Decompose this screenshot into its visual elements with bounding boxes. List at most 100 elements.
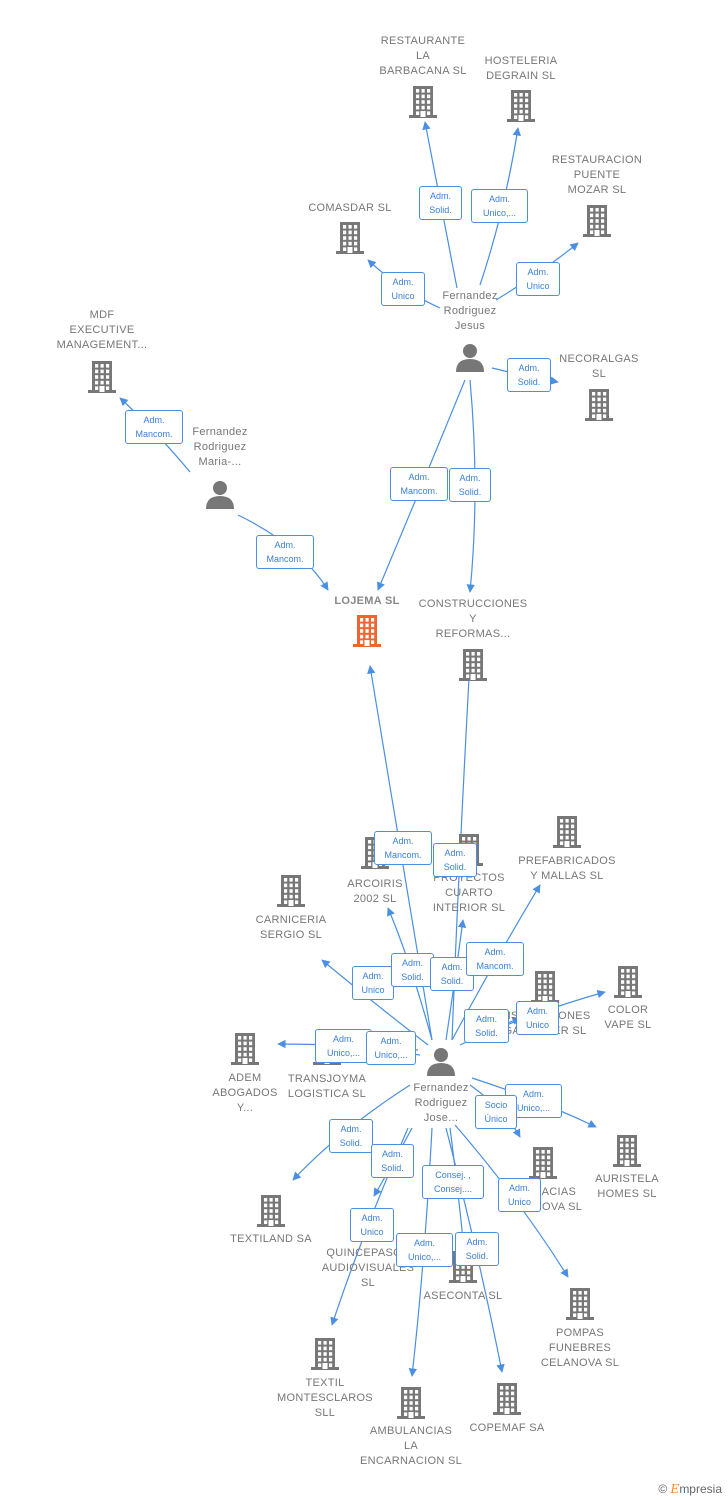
relation-badge[interactable]: Adm.Mancom.: [256, 535, 314, 569]
node-label-line: Jose...: [423, 1112, 459, 1124]
company-label-lojema[interactable]: LOJEMA SL: [334, 594, 399, 609]
company-building-icon[interactable]: [529, 1147, 557, 1179]
company-building-icon[interactable]: [409, 86, 437, 118]
node-label-line: AMBULANCIAS: [369, 1425, 453, 1437]
relation-badge[interactable]: Adm.Unico: [352, 966, 394, 1000]
edge-fr_jose-to-lojema: [367, 665, 433, 1041]
relation-badge-line: Solid.: [429, 205, 452, 215]
company-building-icon[interactable]: [257, 1195, 285, 1227]
node-label-line: HOMES SL: [597, 1188, 657, 1200]
company-building-icon[interactable]: [336, 222, 364, 254]
company-building-icon[interactable]: [531, 971, 559, 1003]
relation-badge[interactable]: Adm.Mancom.: [466, 942, 524, 976]
company-building-icon[interactable]: [553, 816, 581, 848]
relation-badge[interactable]: Adm.Solid.: [433, 843, 477, 877]
company-building-icon[interactable]: [507, 90, 535, 122]
relation-badge-line: Único: [484, 1114, 508, 1124]
relation-badge[interactable]: Adm.Solid.: [455, 1232, 499, 1266]
company-building-icon[interactable]: [583, 205, 611, 237]
company-label-textiland[interactable]: TEXTILAND SA: [230, 1232, 312, 1247]
company-building-icon[interactable]: [231, 1033, 259, 1065]
relation-badge-line: Adm.: [401, 958, 423, 968]
relation-badge[interactable]: Adm.Solid.: [391, 953, 434, 987]
relation-badge[interactable]: Consej. ,Consej....: [422, 1165, 484, 1199]
node-label-line: TRANSJOYMA: [287, 1073, 367, 1085]
company-building-icon[interactable]: [613, 1135, 641, 1167]
company-label-comasdar[interactable]: COMASDAR SL: [308, 201, 391, 216]
relation-badge-line: Adm.: [362, 971, 384, 981]
relation-badge[interactable]: Adm.Solid.: [371, 1144, 414, 1178]
node-label-line: LOJEMA SL: [334, 595, 400, 607]
company-building-icon[interactable]: [493, 1383, 521, 1415]
person-icon[interactable]: [206, 481, 234, 509]
relation-badge-line: Adm.: [381, 1149, 403, 1159]
relation-badge-line: Adm.: [475, 1014, 497, 1024]
main-company-building-icon[interactable]: [353, 615, 381, 647]
relation-badge-line: Adm.: [392, 277, 414, 287]
relation-badge[interactable]: Adm.Solid.: [419, 186, 462, 220]
node-label-line: TEXTIL: [305, 1377, 345, 1389]
relation-badge-line: Adm.: [488, 194, 510, 204]
company-building-icon[interactable]: [585, 389, 613, 421]
node-label-line: RESTAURANTE: [380, 35, 466, 47]
relation-badge[interactable]: Adm.Unico: [350, 1208, 394, 1242]
company-building-icon[interactable]: [311, 1338, 339, 1370]
company-building-icon[interactable]: [614, 966, 642, 998]
node-label-line: Maria-...: [198, 456, 242, 468]
relation-badge[interactable]: Adm.Mancom.: [390, 467, 448, 501]
relation-badge[interactable]: Adm.Unico,...: [471, 189, 528, 223]
relation-badge[interactable]: Adm.Unico: [516, 1001, 559, 1035]
relation-badge-line: Adm.: [408, 472, 430, 482]
relation-badge[interactable]: Adm.Mancom.: [125, 410, 183, 444]
relation-badge[interactable]: Adm.Unico: [381, 272, 425, 306]
company-building-icon[interactable]: [566, 1288, 594, 1320]
relation-badge[interactable]: Adm.Mancom.: [374, 831, 432, 865]
node-label-line: INTERIOR SL: [432, 902, 506, 914]
relation-badge[interactable]: Adm.Unico,...: [315, 1029, 372, 1063]
relation-badge-line: Consej. ,: [435, 1170, 471, 1180]
relation-badge[interactable]: Adm.Solid.: [507, 358, 551, 392]
relation-badge[interactable]: Adm.Solid.: [449, 468, 491, 502]
relation-badge[interactable]: Adm.Unico: [516, 262, 560, 296]
company-building-icon[interactable]: [459, 649, 487, 681]
person-icon[interactable]: [427, 1048, 455, 1076]
relation-badge-line: Adm.: [143, 415, 165, 425]
company-label-aseconta[interactable]: ASECONTA SL: [424, 1289, 503, 1304]
node-label-line: Fernandez: [413, 1082, 469, 1094]
relation-badge[interactable]: Adm.Solid.: [329, 1119, 373, 1153]
relation-badge[interactable]: Adm.Unico: [498, 1178, 541, 1212]
company-label-copemaf[interactable]: COPEMAF SA: [469, 1421, 544, 1436]
company-building-icon[interactable]: [397, 1387, 425, 1419]
relation-badge-line: Solid.: [443, 862, 467, 872]
company-building-icon[interactable]: [88, 361, 116, 393]
relation-badge[interactable]: Adm.Unico,...: [396, 1233, 453, 1267]
node-label-line: VAPE SL: [604, 1019, 652, 1031]
relation-badge-line: Solid.: [465, 1251, 489, 1261]
person-icon[interactable]: [456, 344, 484, 372]
company-building-icon[interactable]: [277, 875, 305, 907]
relation-badge[interactable]: Adm.Unico,...: [366, 1031, 416, 1065]
relation-badge[interactable]: Adm.Solid.: [464, 1009, 509, 1043]
